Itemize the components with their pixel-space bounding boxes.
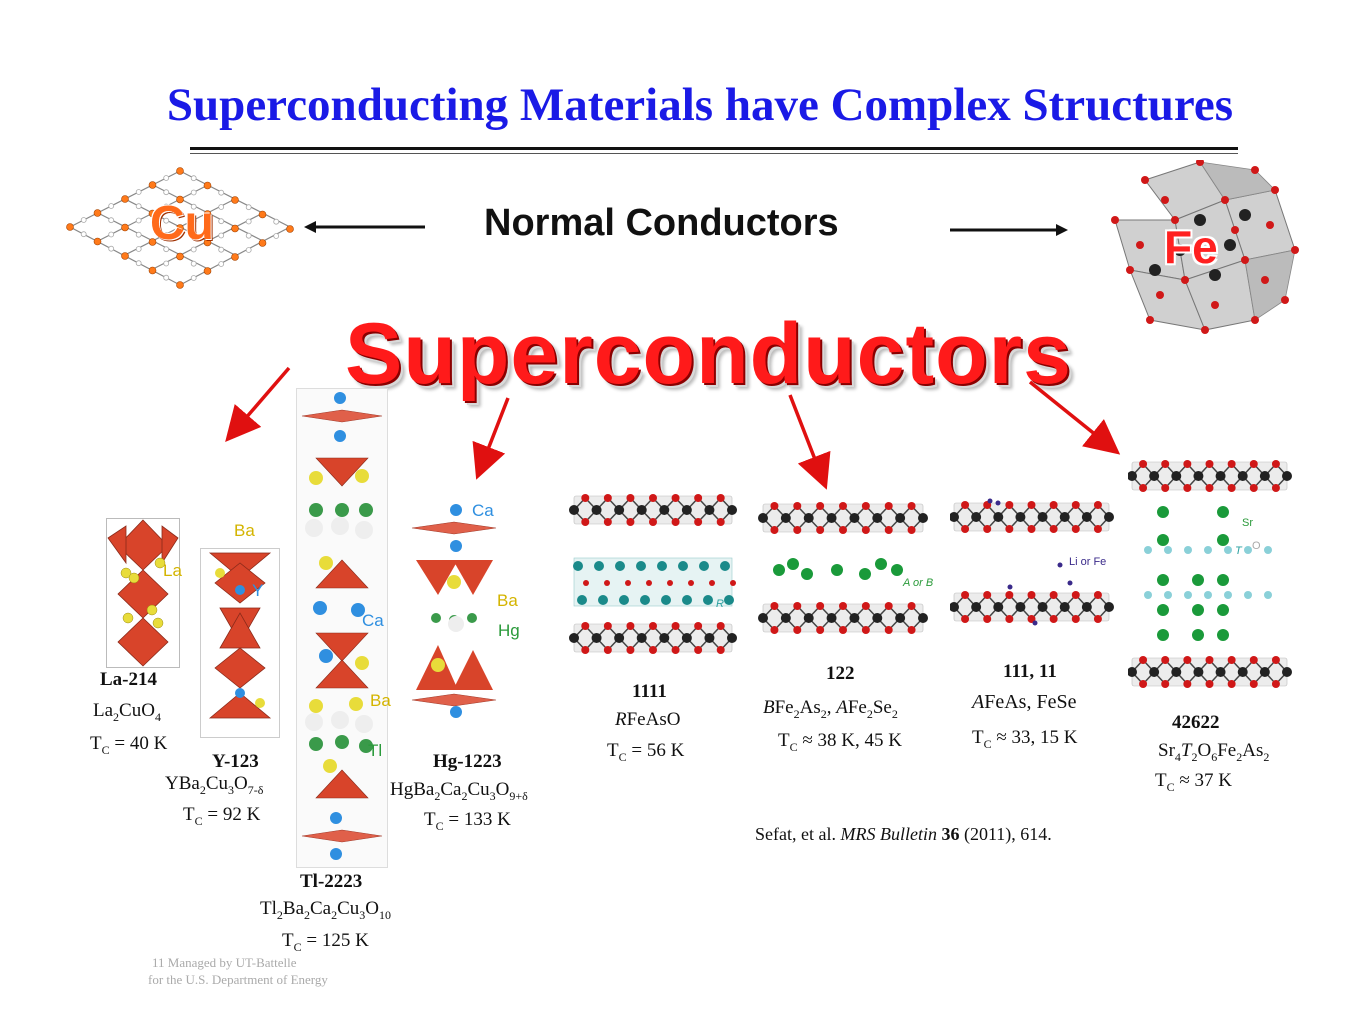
element-label-a-or-b: A or B	[903, 577, 934, 589]
fe-polyhedra-graphic	[1111, 160, 1299, 334]
element-label-o: O	[1252, 540, 1261, 552]
tc-122: TC ≈ 38 K, 45 K	[778, 730, 902, 754]
element-label-t: T	[1235, 545, 1242, 557]
left-arrow	[304, 221, 425, 233]
structure-la214	[106, 518, 180, 668]
element-label-y: Y	[252, 581, 264, 600]
name-122: 122	[826, 663, 855, 684]
formula-111: AFeAs, FeSe	[972, 691, 1077, 713]
formula-la214: La2CuO4	[93, 700, 161, 724]
structure-122	[758, 502, 928, 634]
structure-1111	[569, 494, 737, 654]
name-y123: Y-123	[212, 751, 259, 772]
page-title: Superconducting Materials have Complex S…	[166, 79, 1234, 131]
element-label-hg: Hg	[498, 621, 520, 640]
structure-y123	[200, 548, 280, 738]
element-label-tl: Tl	[368, 741, 383, 760]
formula-hg1223: HgBa2Ca2Cu3O9+δ	[390, 779, 528, 803]
footer-line-2: for the U.S. Department of Energy	[148, 972, 328, 987]
cu-lattice-graphic	[66, 167, 294, 289]
title-rule-thin	[190, 153, 1238, 154]
formula-42622: Sr4T2O6Fe2As2	[1158, 740, 1270, 764]
normal-conductors-label: Normal Conductors	[484, 202, 839, 244]
tc-1111: TC = 56 K	[607, 740, 685, 764]
element-label-ba-hg: Ba	[497, 591, 518, 610]
name-42622: 42622	[1172, 712, 1220, 733]
footer-line-1: 11 Managed by UT-Battelle	[152, 955, 297, 970]
title-rule	[190, 147, 1238, 150]
element-label-ba-tl: Ba	[370, 691, 391, 710]
formula-122: BFe2As2, AFe2Se2	[763, 697, 898, 721]
arrow-to-42622	[1028, 380, 1121, 455]
reference-citation: Sefat, et al. MRS Bulletin 36 (2011), 61…	[755, 824, 1052, 844]
fe-label: Fe	[1164, 221, 1218, 273]
formula-tl2223: Tl2Ba2Ca2Cu3O10	[260, 898, 392, 922]
element-label-li-or-fe: Li or Fe	[1069, 556, 1107, 568]
arrow-to-cuprates	[225, 366, 291, 442]
tc-111: TC ≈ 33, 15 K	[972, 727, 1078, 751]
arrow-to-hg1223	[472, 397, 510, 480]
right-arrow	[950, 224, 1068, 236]
structure-111	[950, 498, 1114, 626]
name-tl2223: Tl-2223	[300, 871, 363, 892]
name-la214: La-214	[100, 669, 157, 690]
element-label-r: R	[716, 598, 724, 610]
tc-42622: TC ≈ 37 K	[1155, 770, 1233, 794]
tc-y123: TC = 92 K	[183, 804, 261, 828]
tc-tl2223: TC = 125 K	[282, 930, 369, 954]
arrow-to-122	[788, 394, 831, 490]
formula-1111: RFeAsO	[615, 709, 681, 730]
name-111: 111, 11	[1003, 661, 1057, 682]
structure-42622	[1128, 460, 1292, 688]
cu-label: Cu	[150, 197, 214, 250]
element-label-ca-hg: Ca	[472, 501, 494, 520]
element-label-ca-tl: Ca	[362, 611, 384, 630]
tc-hg1223: TC = 133 K	[424, 809, 511, 833]
formula-y123: YBa2Cu3O7-δ	[165, 773, 264, 797]
name-hg1223: Hg-1223	[433, 751, 502, 772]
superconductors-heading: Superconductors	[345, 306, 1072, 402]
element-label-ba-y123: Ba	[234, 521, 255, 540]
tc-la214: TC = 40 K	[90, 733, 168, 757]
name-1111: 1111	[632, 681, 667, 702]
element-label-sr: Sr	[1242, 517, 1253, 529]
structure-tl2223	[296, 388, 388, 868]
structure-hg1223	[411, 504, 497, 718]
element-label-la: La	[163, 561, 182, 580]
